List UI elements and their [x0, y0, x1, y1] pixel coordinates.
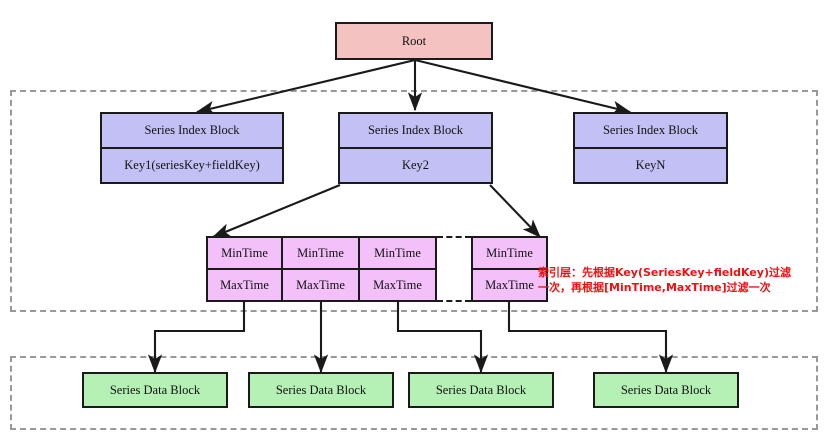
time-entry-2[interactable]: MinTime MaxTime	[283, 236, 360, 302]
series-index-block-3-key: KeyN	[575, 147, 726, 182]
series-index-block-2-title: Series Index Block	[367, 123, 464, 138]
time-entry-4[interactable]: MinTime MaxTime	[471, 236, 548, 302]
series-index-block-3-title: Series Index Block	[602, 123, 699, 138]
time-entry-1[interactable]: MinTime MaxTime	[206, 236, 283, 302]
series-data-block-2-label: Series Data Block	[275, 382, 367, 397]
series-data-block-3[interactable]: Series Data Block	[408, 372, 554, 408]
time-range-table: MinTime MaxTime MinTime MaxTime MinTime …	[206, 236, 548, 302]
time-entry-2-min: MinTime	[297, 245, 344, 260]
root-label: Root	[401, 33, 427, 48]
time-entry-4-max: MaxTime	[473, 268, 546, 300]
time-entry-3-max: MaxTime	[360, 268, 435, 300]
series-data-block-3-label: Series Data Block	[435, 382, 527, 397]
time-entry-2-max: MaxTime	[283, 268, 358, 300]
index-layer-annotation-line-2: 一次，再根据[MinTime,MaxTime]过滤一次	[538, 280, 771, 294]
series-index-block-1[interactable]: Series Index Block Key1(seriesKey+fieldK…	[100, 112, 284, 184]
time-entry-3-min: MinTime	[374, 245, 421, 260]
index-layer-annotation-line-1: 索引层：先根据Key(SeriesKey+fieldKey)过滤	[538, 266, 791, 279]
root-node[interactable]: Root	[335, 22, 493, 60]
series-data-block-1[interactable]: Series Data Block	[82, 372, 228, 408]
time-entry-ellipsis-gap	[437, 236, 471, 302]
series-data-block-1-label: Series Data Block	[109, 382, 201, 397]
time-entry-4-min: MinTime	[486, 245, 533, 260]
time-entry-3[interactable]: MinTime MaxTime	[360, 236, 437, 302]
index-layer-annotation: 索引层：先根据Key(SeriesKey+fieldKey)过滤 一次，再根据[…	[538, 266, 791, 296]
series-index-block-3[interactable]: Series Index Block KeyN	[573, 112, 728, 184]
series-index-block-2[interactable]: Series Index Block Key2	[338, 112, 493, 184]
series-data-block-2[interactable]: Series Data Block	[248, 372, 394, 408]
series-data-block-4-label: Series Data Block	[620, 382, 712, 397]
series-data-block-4[interactable]: Series Data Block	[593, 372, 739, 408]
series-index-block-1-title: Series Index Block	[144, 123, 240, 138]
series-index-block-1-key: Key1(seriesKey+fieldKey)	[102, 147, 282, 182]
series-index-block-2-key: Key2	[340, 147, 491, 182]
time-entry-1-min: MinTime	[221, 245, 268, 260]
time-entry-1-max: MaxTime	[208, 268, 281, 300]
